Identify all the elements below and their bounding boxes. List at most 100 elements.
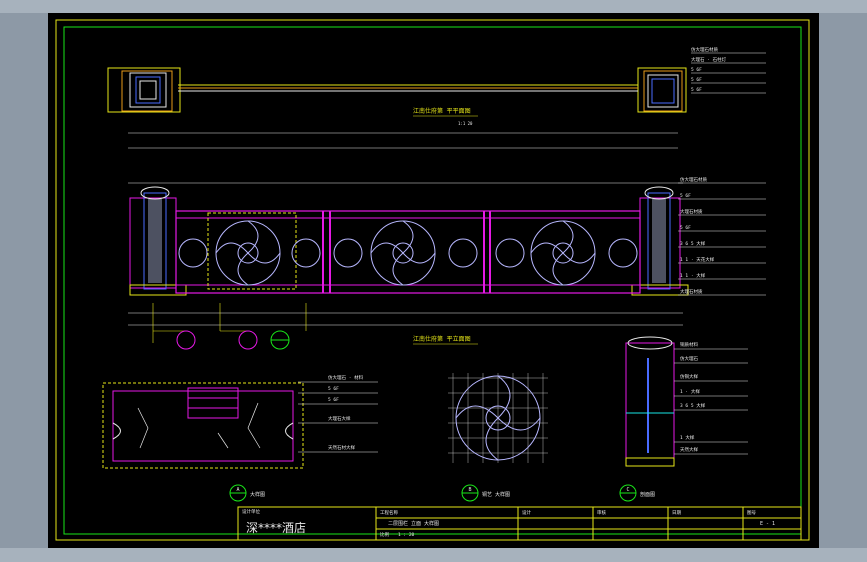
elev-right-pier-column-fill — [652, 199, 666, 283]
callout-text: 仿铜大样 — [680, 373, 698, 380]
detail-b-scrolls — [455, 375, 541, 461]
scroll-small — [448, 238, 478, 268]
callouts-mid-right: 仿大理石材质 5 6F 大理石材质 5 6F 3 6 5 大样 1 1 · 天花… — [678, 176, 766, 296]
window-left-strip — [0, 13, 48, 548]
callout-text: 5 6F — [691, 77, 702, 83]
window-top-strip — [0, 0, 867, 13]
elev-railing-frame — [175, 210, 641, 294]
callout-text: 5 6F — [691, 87, 702, 93]
plan-right-pier-base — [643, 70, 683, 112]
detail-a: A 大样图 — [102, 382, 304, 502]
detail-b-id: B — [468, 487, 471, 493]
callout-text: 3 6 5 大样 — [680, 402, 706, 409]
detail-b: B 铜艺 大样图 — [448, 373, 548, 502]
callout-text: 5 6F — [691, 67, 702, 73]
callout-text: 1 1 · 大样 — [680, 272, 706, 279]
callout-text: 1 1 · 天花大样 — [680, 256, 715, 263]
callout-text: 天然石材大样 — [328, 444, 355, 451]
elev-detail-marker-box — [207, 212, 297, 290]
plan-left-pier-cap — [139, 80, 157, 100]
detail-c-cap — [627, 336, 673, 350]
grid-bubble — [176, 330, 196, 350]
callout-text: 5 6F — [680, 225, 691, 231]
elev-left-pier-base — [129, 284, 187, 296]
callout-text: 大理石 · 石柱灯 — [691, 56, 727, 63]
drawing-inner-frame — [63, 26, 802, 535]
plan-left-pier — [107, 67, 181, 113]
callout-text: 大理石大样 — [328, 415, 351, 422]
detail-a-moulding — [112, 422, 294, 440]
grid-markers — [152, 303, 307, 350]
title-block-frame — [237, 506, 802, 541]
callout-text: 1 · 大样 — [680, 388, 700, 395]
scroll-curl — [530, 242, 596, 264]
detail-c-id: C — [626, 487, 629, 493]
plan-right-pier-body — [647, 74, 679, 108]
detail-c: C 剖面图 — [619, 336, 675, 502]
scale-value: 1 : 20 — [398, 532, 415, 538]
elev-scroll-ornaments — [178, 220, 638, 286]
elev-left-pier-column — [143, 192, 167, 290]
designer-label: 设计 — [522, 509, 531, 516]
scroll-medallion-core — [552, 242, 574, 264]
scroll-medallion-core — [392, 242, 414, 264]
plan-view — [107, 67, 687, 149]
project-label: 工程名称 — [380, 509, 398, 516]
window-right-strip — [819, 13, 867, 548]
detail-a-marble-veins — [137, 402, 261, 449]
plan-right-pier — [637, 67, 687, 113]
checker-label: 审核 — [597, 509, 606, 516]
title-block: 设计单位 深****酒店 工程名称 二层围栏 立面 大样图 比例 1 : 20 … — [237, 506, 802, 541]
detail-a-id: A — [236, 487, 239, 493]
callout-text: 3 6 5 大样 — [680, 240, 706, 247]
elev-right-pier-cap — [644, 186, 674, 200]
plan-left-pier-body — [129, 72, 167, 108]
scroll-small — [178, 238, 208, 268]
detail-a-title: 大样图 — [250, 491, 265, 498]
elev-right-pier-column — [647, 192, 671, 290]
project-name: 二层围栏 立面 大样图 — [388, 520, 439, 527]
detail-a-cap — [187, 387, 239, 419]
callout-text: 仿大理石材质 — [680, 176, 707, 183]
sheet-label: 图号 — [747, 510, 756, 516]
scroll-small — [495, 238, 525, 268]
callouts-left-detail: 仿大理石 · 材料 5 6F 5 6F 大理石大样 天然石材大样 — [298, 374, 378, 453]
elev-left-pier-cap — [140, 186, 170, 200]
callouts-right-detail: 铜质材料 仿大理石 仿铜大样 1 · 大样 3 6 5 大样 1 大样 天然大样 — [674, 341, 748, 455]
scroll-small — [333, 238, 363, 268]
callout-text: 天然大样 — [680, 446, 698, 453]
callout-text: 5 6F — [328, 386, 339, 392]
plan-scale: 1:1 20 — [458, 121, 473, 126]
drawing-outer-frame — [55, 19, 810, 541]
scroll-small — [291, 238, 321, 268]
company-label: 设计单位 — [242, 508, 260, 515]
callout-text: 铜质材料 — [680, 341, 698, 348]
sheet-value: E - 1 — [760, 521, 775, 527]
callout-text: 5 6F — [680, 193, 691, 199]
grid-bubble — [238, 330, 258, 350]
plan-left-pier-core — [135, 76, 161, 104]
date-label: 日期 — [672, 510, 681, 516]
elev-left-pier-column-fill — [148, 199, 162, 283]
callout-text: 大理石材质 — [680, 208, 703, 215]
cad-drawing: 江南仕府第 平平面图 1:1 20 仿大理石材质 大理石 · 石柱灯 5 6F … — [55, 19, 810, 541]
scroll-small — [608, 238, 638, 268]
elevation-view — [128, 182, 689, 326]
detail-a-boundary — [102, 382, 304, 469]
plan-right-pier-core — [651, 78, 675, 104]
scroll-medallion-core — [237, 242, 259, 264]
scroll-curl — [370, 242, 436, 264]
detail-c-base — [625, 457, 675, 467]
callout-text: 仿大理石材质 — [691, 46, 718, 53]
scroll-curl — [215, 242, 281, 264]
cad-viewport[interactable]: 江南仕府第 平平面图 1:1 20 仿大理石材质 大理石 · 石柱灯 5 6F … — [48, 13, 819, 548]
detail-a-outline — [112, 390, 294, 462]
detail-c-outline — [625, 342, 675, 459]
callout-text: 仿大理石 — [680, 355, 698, 362]
elevation-title: 江南仕府第 平立面图 — [413, 335, 471, 343]
hotel-name: 深****酒店 — [246, 521, 306, 535]
plan-left-pier-base — [121, 70, 173, 112]
plan-title: 江南仕府第 平平面图 — [413, 107, 471, 115]
scale-label: 比例 — [380, 531, 389, 538]
callout-text: 5 6F — [328, 397, 339, 403]
